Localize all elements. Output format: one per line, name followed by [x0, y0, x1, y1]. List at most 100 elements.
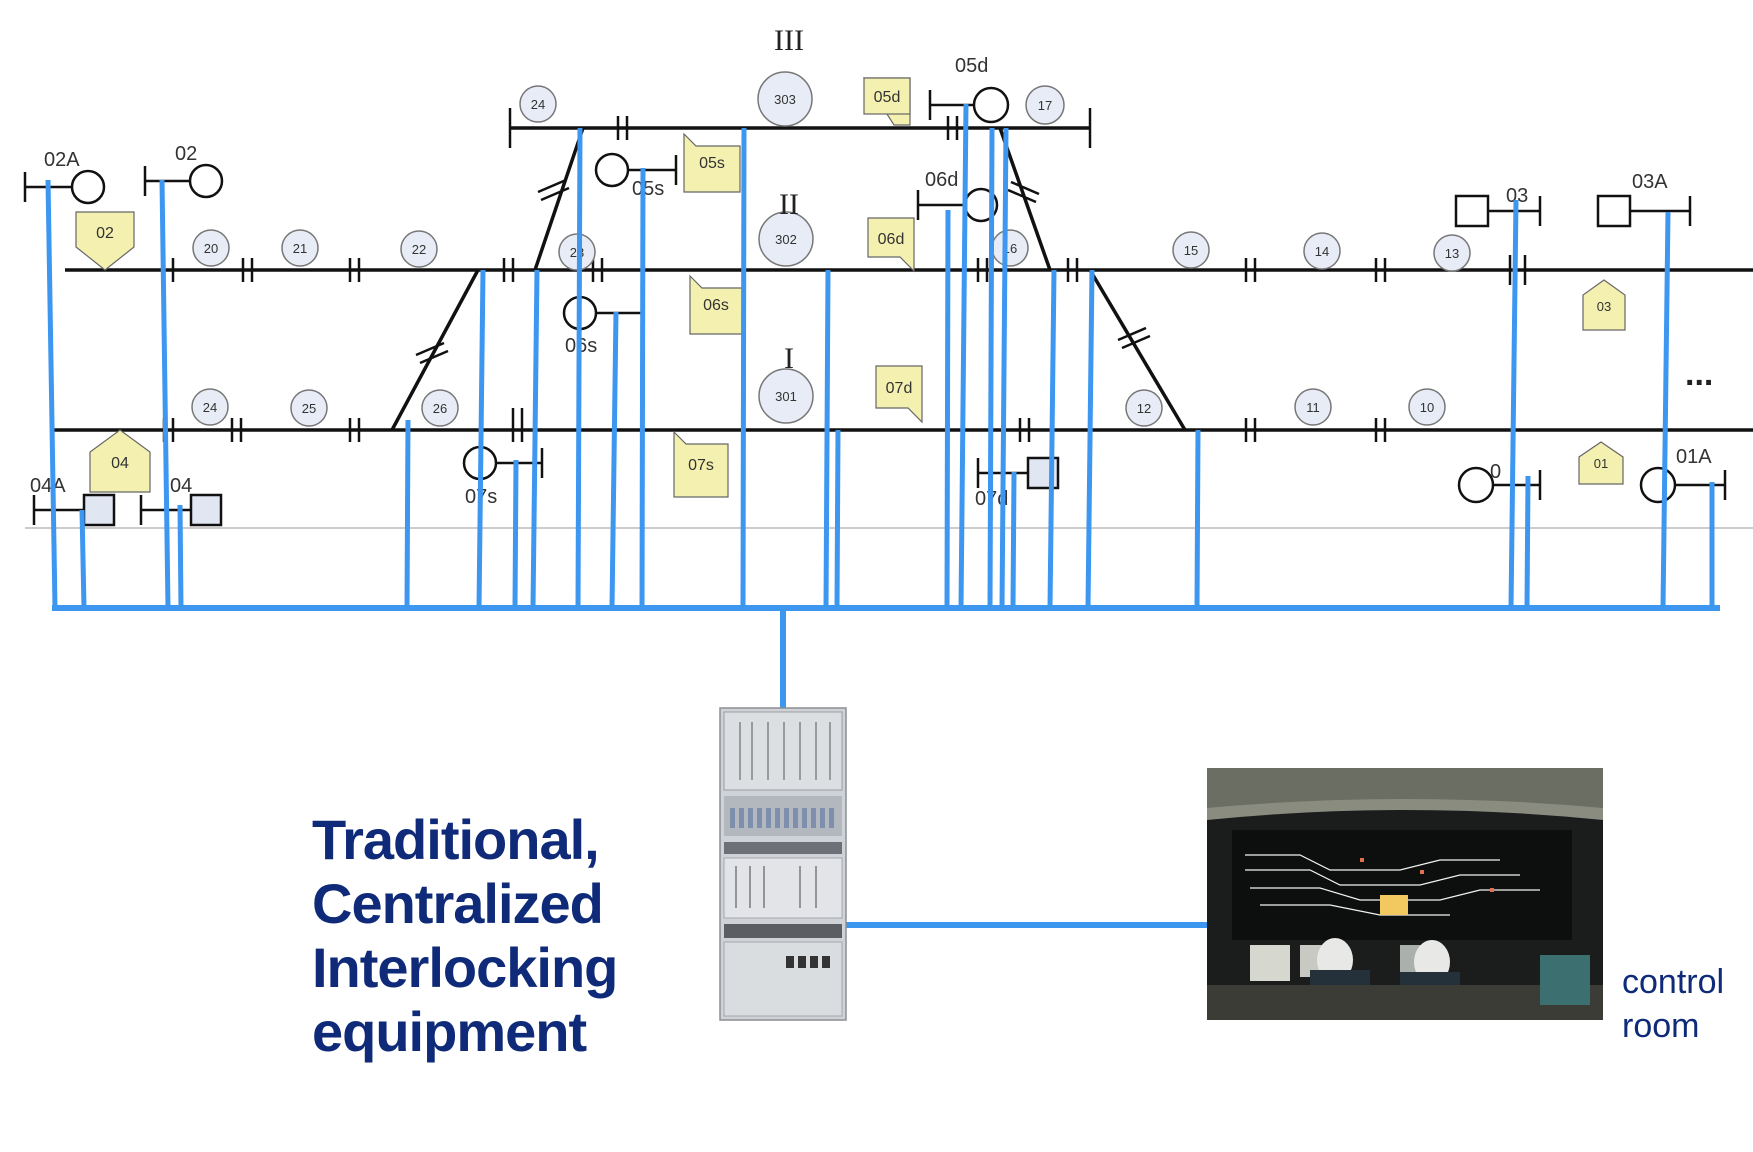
control-room-photo [1207, 768, 1603, 1020]
svg-text:05s: 05s [699, 155, 725, 172]
flag-04: 04 [89, 429, 151, 493]
tracks [52, 108, 1753, 432]
interlocking-title: Traditional, Centralized Interlocking eq… [312, 808, 692, 1064]
flag-03: 03 [1582, 279, 1626, 331]
svg-text:20: 20 [204, 241, 218, 256]
section-10: 10 [1408, 388, 1446, 426]
svg-text:10: 10 [1420, 400, 1434, 415]
svg-text:301: 301 [775, 389, 797, 404]
signal-07s: 07s [462, 445, 544, 508]
flag-06s: 06s [689, 274, 743, 335]
flag-05d: 05d [862, 77, 911, 126]
continuation-ellipsis: ... [1685, 355, 1713, 393]
flag-06d: 06d [867, 217, 915, 273]
svg-text:0: 0 [1490, 461, 1501, 483]
section-13: 13 [1433, 234, 1471, 272]
section-25: 25 [290, 389, 328, 427]
section-24-top: 24 [519, 85, 557, 123]
svg-text:21: 21 [293, 241, 307, 256]
track-label-I: I [784, 342, 794, 375]
interlocking-cabinet-photo [719, 707, 847, 1021]
signal-03A: 03A [1596, 171, 1692, 228]
svg-text:25: 25 [302, 401, 316, 416]
title-line-3: Interlocking [312, 936, 618, 999]
signal-04: 04 [139, 475, 223, 527]
track-label-II: II [779, 188, 799, 221]
svg-text:02: 02 [175, 143, 197, 165]
svg-text:06d: 06d [878, 231, 905, 248]
crossover-I-II-left [390, 269, 480, 431]
signal-06d: 06d [916, 169, 999, 223]
svg-text:01: 01 [1594, 456, 1608, 471]
svg-text:17: 17 [1038, 98, 1052, 113]
signal-05s: 05s [594, 152, 678, 200]
signal-06s: 06s [562, 295, 644, 357]
svg-text:03A: 03A [1632, 171, 1668, 193]
svg-text:01A: 01A [1676, 446, 1712, 468]
svg-text:11: 11 [1306, 400, 1320, 415]
flag-01: 01 [1578, 441, 1624, 485]
svg-text:04: 04 [170, 475, 192, 497]
svg-text:15: 15 [1184, 243, 1198, 258]
svg-text:13: 13 [1445, 246, 1459, 261]
section-301: 301 [758, 368, 814, 424]
section-12: 12 [1125, 389, 1163, 427]
signal-0: 0 [1457, 461, 1542, 504]
crossover-II-III-left [533, 127, 585, 271]
svg-text:06s: 06s [703, 297, 729, 314]
svg-text:07s: 07s [688, 457, 714, 474]
title-line-2: Centralized [312, 872, 604, 935]
svg-text:302: 302 [775, 232, 797, 247]
flag-07s: 07s [673, 430, 729, 498]
svg-text:03: 03 [1506, 185, 1528, 207]
signal-05d: 05d [928, 55, 1010, 124]
flag-07d: 07d [875, 365, 923, 424]
svg-text:12: 12 [1137, 401, 1151, 416]
insulated-joints [162, 116, 1387, 442]
svg-text:04: 04 [111, 455, 129, 472]
control-room-label: control room [1622, 960, 1724, 1048]
title-line-4: equipment [312, 1000, 587, 1063]
flag-05s: 05s [683, 132, 741, 193]
section-24-bottom: 24 [191, 388, 229, 426]
section-302: 302 [758, 211, 814, 267]
section-26: 26 [421, 389, 459, 427]
section-15: 15 [1172, 231, 1210, 269]
svg-text:04A: 04A [30, 475, 66, 497]
crossover-II-I-right [1088, 269, 1187, 431]
signals: 02A 02 05d 05s 06d 06s [23, 55, 1727, 527]
svg-text:22: 22 [412, 242, 426, 257]
control-room-line-2: room [1622, 1007, 1700, 1045]
crossover-III-II-right [998, 127, 1052, 271]
svg-text:24: 24 [203, 400, 217, 415]
svg-text:05d: 05d [955, 55, 988, 77]
svg-text:05s: 05s [632, 178, 664, 200]
cable-bundle [45, 103, 1720, 928]
section-17: 17 [1025, 85, 1065, 125]
flags: 02 04 05d 05s 06d 06s 07d 07s 03 01 [75, 77, 1626, 498]
section-14: 14 [1303, 232, 1341, 270]
svg-text:303: 303 [774, 92, 796, 107]
title-line-1: Traditional, [312, 808, 600, 871]
section-16: 16 [991, 229, 1029, 267]
section-21: 21 [281, 229, 319, 267]
signal-02: 02 [143, 143, 224, 199]
svg-text:24: 24 [531, 97, 545, 112]
section-11: 11 [1294, 388, 1332, 426]
section-circles: 24 303 17 20 21 22 23 302 16 15 14 13 24… [191, 71, 1471, 427]
track-label-III: III [774, 24, 804, 57]
svg-text:06d: 06d [925, 169, 958, 191]
section-22: 22 [400, 230, 438, 268]
signal-03: 03 [1454, 185, 1542, 228]
section-303: 303 [757, 71, 813, 127]
svg-text:02A: 02A [44, 149, 80, 171]
svg-text:02: 02 [96, 225, 114, 242]
svg-text:07d: 07d [886, 380, 913, 397]
signal-02A: 02A [23, 149, 106, 205]
signal-07d: 07d [975, 456, 1060, 510]
svg-text:03: 03 [1597, 299, 1611, 314]
section-20: 20 [192, 229, 230, 267]
svg-text:26: 26 [433, 401, 447, 416]
flag-02: 02 [75, 211, 135, 271]
